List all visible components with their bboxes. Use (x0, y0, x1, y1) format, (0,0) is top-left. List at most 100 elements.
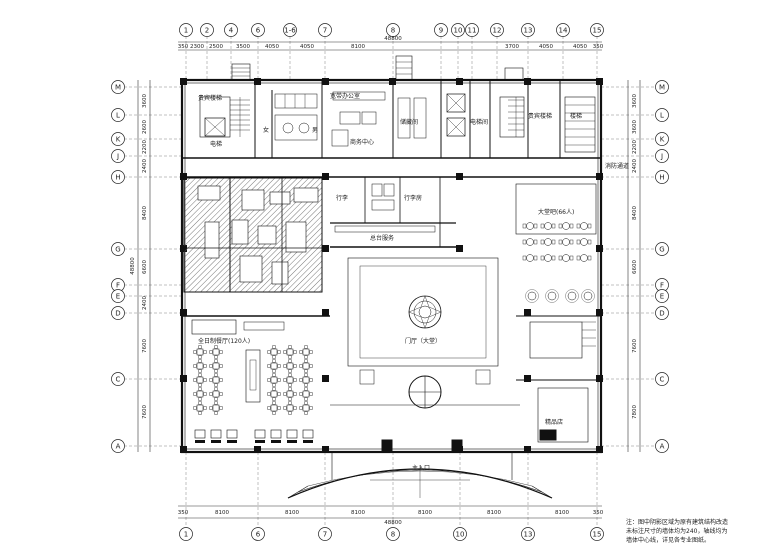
note-line-3: 墙体中心线，详见各专业图纸。 (626, 536, 710, 544)
note-line-2: 未标注尺寸的墙体均为240，轴线均为 (626, 527, 727, 535)
lounge-tables (522, 222, 595, 303)
axis-left-2-label: K (116, 135, 121, 143)
restaurant-area (182, 315, 330, 403)
axis-top-5-label: 7 (323, 26, 327, 34)
axis-bottom-6: 15 (590, 527, 604, 541)
axis-bottom-4: 10 (453, 527, 467, 541)
room-labels: 贵宾楼梯 电梯 女 男 宽带办公室 商务中心 储藏间 电梯间 贵宾楼梯 楼梯 行… (198, 92, 629, 472)
label-entrance: 主入口 (412, 464, 430, 472)
top-dim-0: 350 (178, 44, 189, 50)
axis-top-12: 14 (556, 23, 570, 37)
top-dim-5: 4050 (300, 44, 314, 50)
restaurant-tables (193, 345, 314, 443)
top-dim-6: 8100 (351, 44, 365, 50)
lounge-table-6 (558, 222, 574, 230)
axis-left-8: D (111, 306, 125, 320)
axis-left-7: E (111, 289, 125, 303)
axis-top-6-label: 8 (391, 26, 395, 34)
lounge-table-12 (525, 289, 539, 303)
left-dim-4: 8400 (142, 206, 148, 220)
axis-bottom-6-label: 15 (593, 530, 602, 538)
lounge-table-8 (558, 254, 574, 262)
left-dim-0: 3600 (142, 94, 148, 108)
label-elevator-left: 电梯 (210, 140, 222, 148)
axis-top-3-label: 6 (256, 26, 261, 34)
axis-right-9-label: C (660, 375, 665, 383)
left-dim-1: 2600 (142, 120, 148, 134)
left-dim-3: 2400 (142, 159, 148, 173)
axis-left-1: L (111, 108, 125, 122)
entrance-canopy (287, 439, 553, 499)
axis-top-7: 9 (434, 23, 448, 37)
left-dim-2: 2200 (142, 140, 148, 154)
axis-right-0: M (655, 80, 669, 94)
left-total-dimension: 48800 (130, 257, 136, 275)
axis-top-2-label: 4 (229, 26, 234, 34)
lounge-table-11 (576, 254, 592, 262)
right-dim-3: 2400 (632, 159, 638, 173)
left-dim-8: 7600 (142, 405, 148, 419)
restaurant-table-1 (193, 359, 207, 373)
axis-right-5-label: G (659, 245, 664, 253)
bottom-total-dimension: 48800 (384, 520, 402, 526)
axis-top-7-label: 9 (439, 26, 443, 34)
restaurant-table-15 (283, 345, 297, 359)
axis-right-8-label: D (659, 309, 664, 317)
label-business-center: 商务中心 (350, 138, 374, 146)
axis-left-7-label: E (116, 292, 120, 300)
lounge-table-5 (540, 254, 556, 262)
restaurant-table-23 (299, 387, 313, 401)
axis-left-3-label: J (116, 152, 119, 160)
axis-left-9: C (111, 372, 125, 386)
axis-top-9: 11 (465, 23, 479, 37)
label-concierge: 行李房 (404, 194, 422, 202)
restaurant-booth-30 (286, 429, 298, 443)
drawing-notes: 注：图中阴影区域为原有建筑结构改造 未标注尺寸的墙体均为240，轴线均为 墙体中… (626, 518, 728, 544)
axis-top-1: 2 (200, 23, 214, 37)
restaurant-table-24 (299, 401, 313, 415)
right-dim-1: 3600 (632, 120, 638, 134)
axis-right-1: L (655, 108, 669, 122)
axis-bottom-3-label: 8 (391, 530, 395, 538)
axis-top-0: 1 (179, 23, 193, 37)
axis-top-8-label: 10 (454, 26, 463, 34)
axis-top-9-label: 11 (468, 26, 477, 34)
lounge-table-14 (565, 289, 579, 303)
right-dim-6: 7600 (632, 339, 638, 353)
bottom-dim-4: 8100 (418, 510, 432, 516)
top-total-dimension: 48800 (384, 36, 402, 42)
left-dim-6: 2400 (142, 296, 148, 310)
restaurant-table-0 (193, 345, 207, 359)
axis-bottom-5: 13 (521, 527, 535, 541)
top-dim-8: 4050 (539, 44, 553, 50)
bottom-dim-7: 350 (593, 510, 604, 516)
left-dim-5: 6600 (142, 260, 148, 274)
restaurant-booth-25 (194, 429, 206, 443)
label-shop: 精品店 (545, 418, 563, 426)
axis-top-5: 7 (318, 23, 332, 37)
restaurant-table-5 (209, 345, 223, 359)
restaurant-booth-28 (254, 429, 266, 443)
axis-bottom-1-label: 6 (256, 530, 261, 538)
label-toilet-women: 女 (263, 126, 269, 134)
axis-left-4: H (111, 170, 125, 184)
axis-bottom-2: 7 (318, 527, 332, 541)
axis-right-10: A (655, 439, 669, 453)
restaurant-table-19 (283, 401, 297, 415)
axis-bottom-4-label: 10 (456, 530, 465, 538)
label-restaurant: 全日制餐厅(120人) (198, 337, 250, 345)
axis-left-10-label: A (116, 442, 121, 450)
axis-top-2: 4 (224, 23, 238, 37)
axis-top-11: 13 (521, 23, 535, 37)
restaurant-table-17 (283, 373, 297, 387)
label-business-office: 宽带办公室 (330, 92, 360, 100)
top-dim-7: 3700 (505, 44, 519, 50)
axis-left-9-label: C (116, 375, 121, 383)
restaurant-table-9 (209, 401, 223, 415)
restaurant-table-11 (267, 359, 281, 373)
lounge-table-13 (545, 289, 559, 303)
right-dim-4: 8400 (632, 206, 638, 220)
